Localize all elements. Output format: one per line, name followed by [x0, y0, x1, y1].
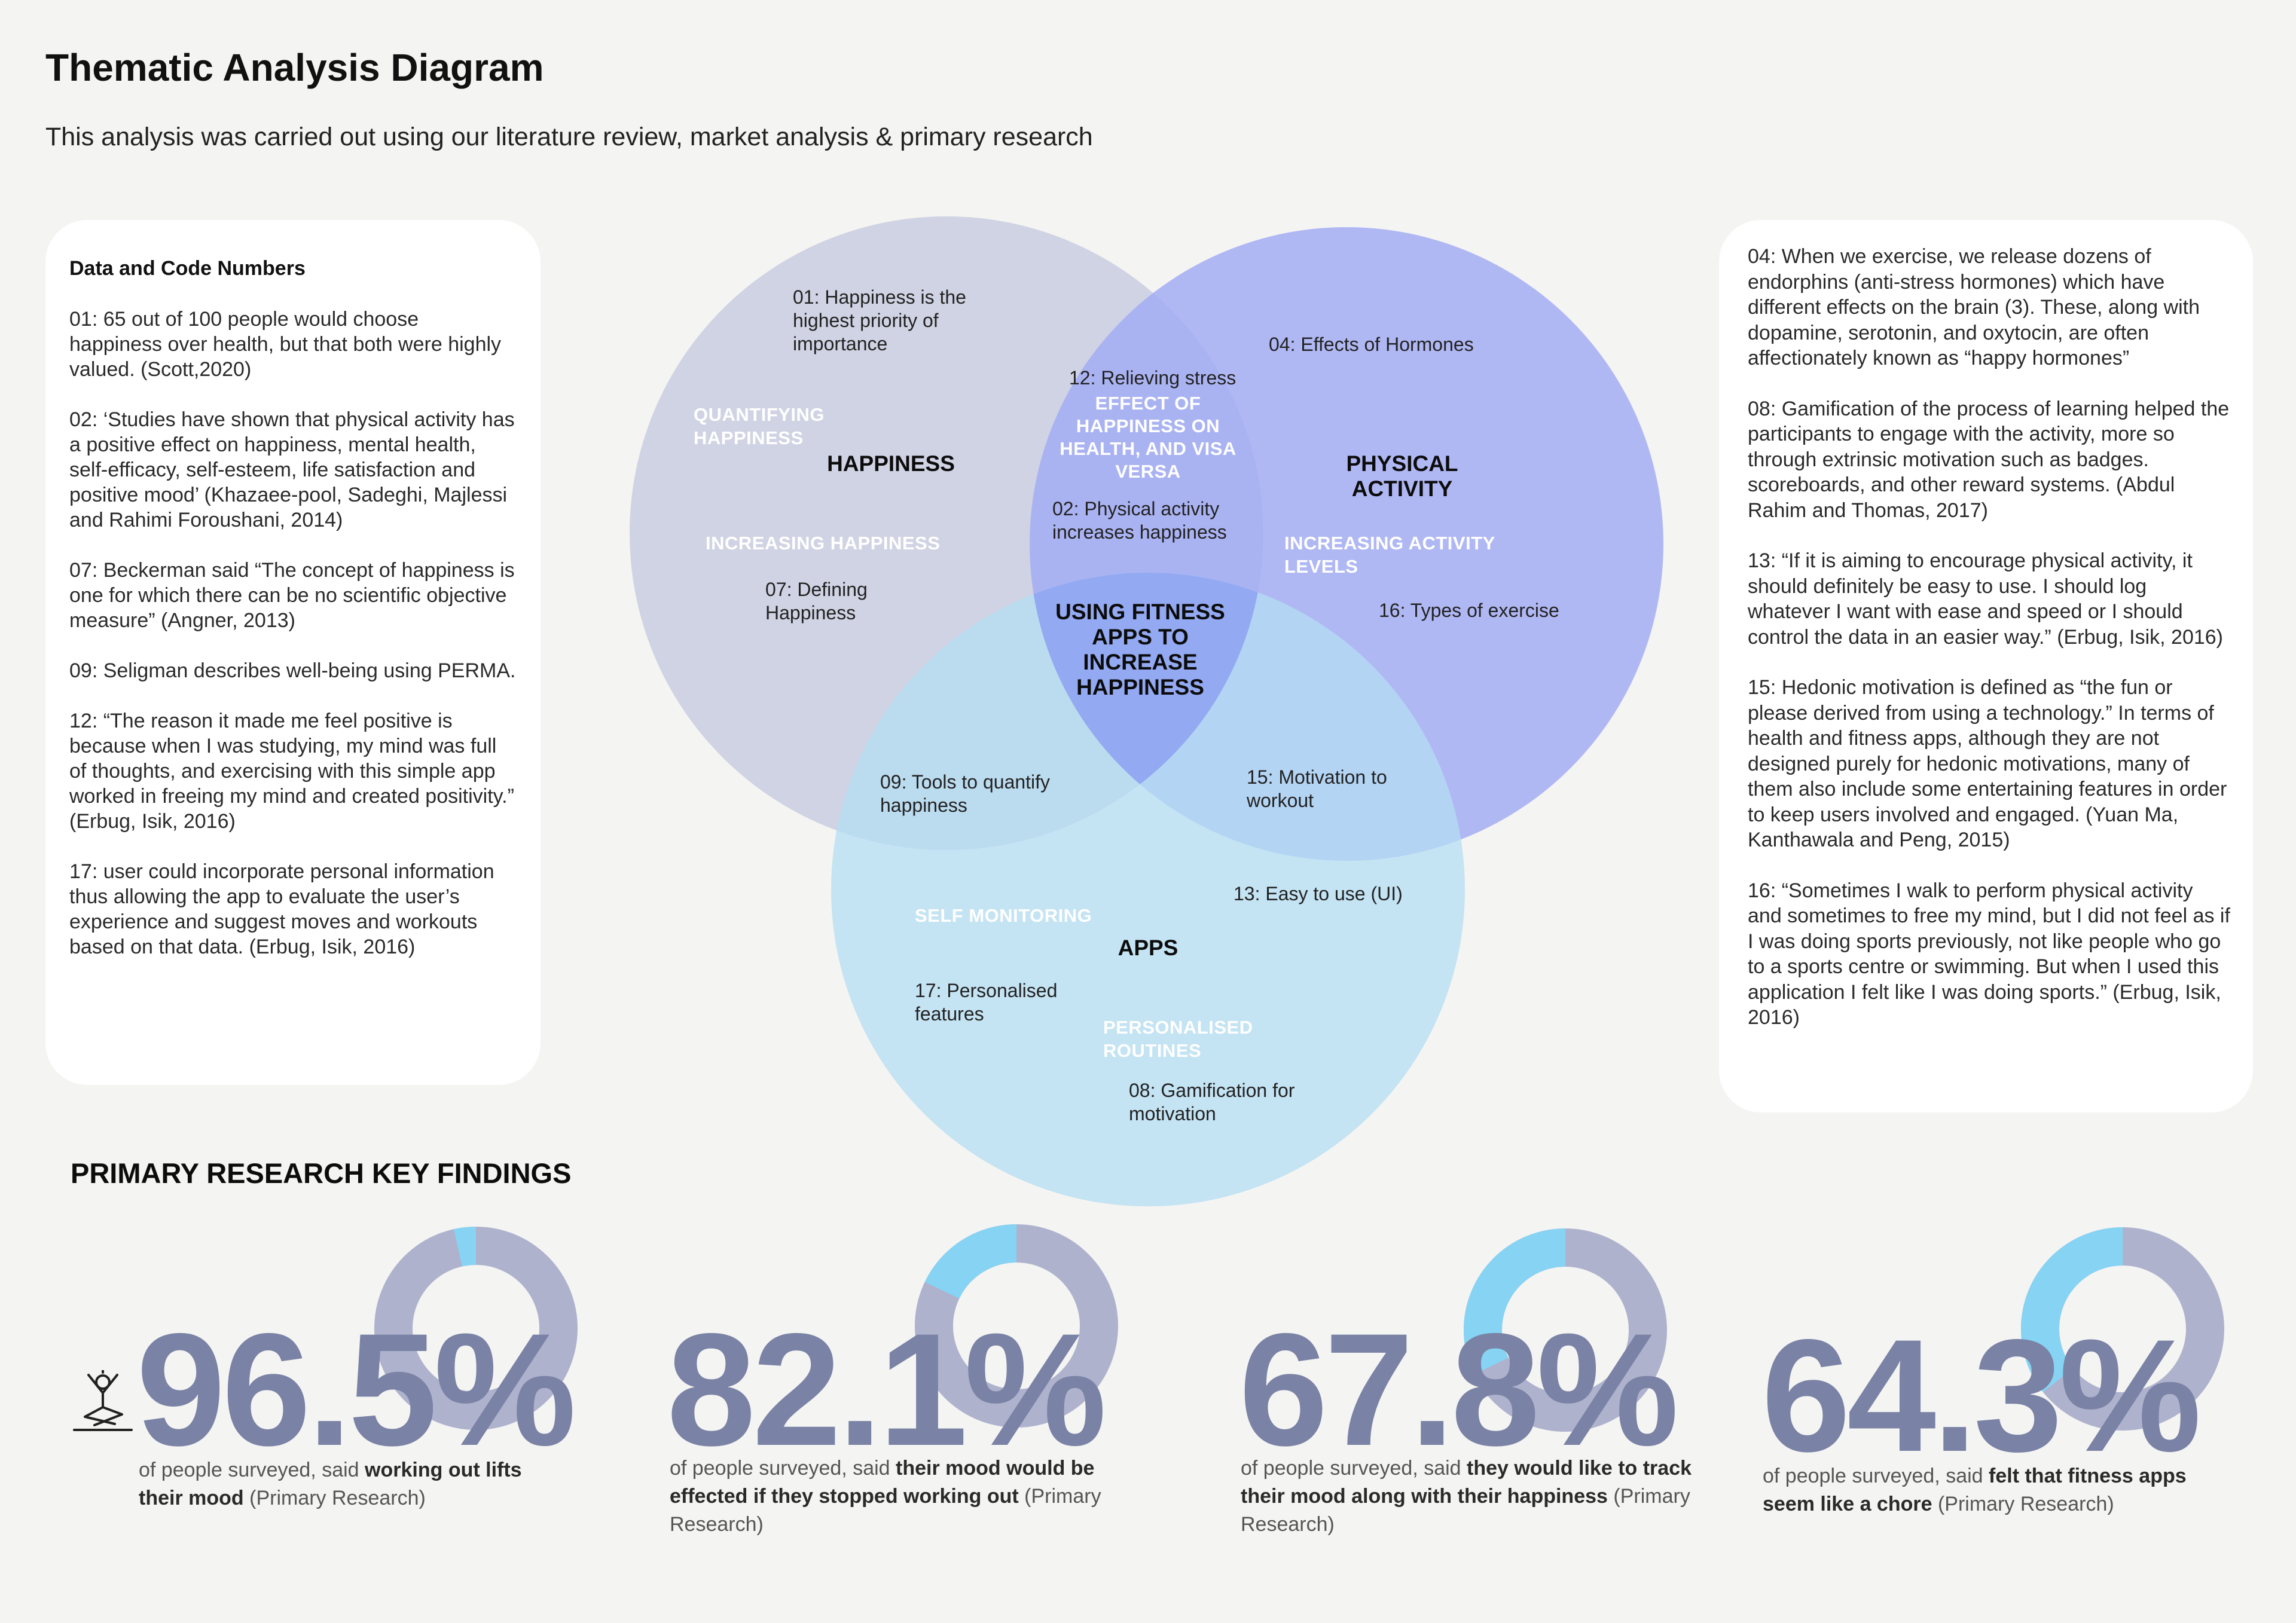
donut-chart — [1464, 1228, 1667, 1432]
stat-description: of people surveyed, said they would like… — [1241, 1454, 1701, 1539]
donut-highlight — [915, 1224, 1118, 1428]
code-label: 17: Personalised features — [915, 980, 1058, 1025]
stat-description: of people surveyed, said their mood woul… — [670, 1454, 1166, 1539]
page-subtitle: This analysis was carried out using our … — [45, 123, 1093, 151]
happiness-title: HAPPINESS — [827, 451, 955, 476]
code-label: 16: Types of exercise — [1379, 600, 1559, 621]
physical-activity-title: PHYSICAL ACTIVITY — [1346, 451, 1458, 501]
code-label: 02: Physical activity increases happines… — [1052, 498, 1227, 543]
code-entry: 07: Beckerman said “The concept of happi… — [69, 559, 515, 632]
findings-title: PRIMARY RESEARCH KEY FINDINGS — [71, 1157, 572, 1189]
stat-value: 67.8% — [1239, 1300, 1679, 1479]
code-entry: 02: ‘Studies have shown that physical ac… — [69, 408, 515, 531]
category-label: SELF MONITORING — [915, 905, 1092, 926]
stat-value: 82.1% — [667, 1300, 1107, 1479]
stat-description: of people surveyed, said felt that fitne… — [1763, 1462, 2229, 1518]
data-codes-card: Data and Code Numbers 01: 65 out of 100 … — [45, 220, 541, 1085]
category-label: QUANTIFYING HAPPINESS — [694, 404, 825, 448]
code-label: 08: Gamification for motivation — [1129, 1080, 1295, 1124]
donut-chart — [915, 1224, 1118, 1428]
code-entry: 09: Seligman describes well-being using … — [69, 659, 516, 682]
apps-circle — [831, 573, 1465, 1206]
desc-highlight: they would like to track their mood alon… — [1241, 1457, 1692, 1508]
code-label: 04: Effects of Hormones — [1269, 334, 1474, 355]
category-label: PERSONALISED ROUTINES — [1103, 1017, 1253, 1061]
category-label: INCREASING ACTIVITY LEVELS — [1284, 533, 1495, 577]
desc-highlight: their mood would be effected if they sto… — [670, 1457, 1095, 1508]
code-entry: 13: “If it is aiming to encourage physic… — [1748, 549, 2223, 649]
category-label: INCREASING HAPPINESS — [706, 533, 941, 554]
code-label: 12: Relieving stress — [1069, 367, 1236, 389]
desc-text: (Primary Research) — [670, 1485, 1101, 1536]
card-heading: Data and Code Numbers — [69, 257, 306, 280]
donut-highlight — [374, 1227, 578, 1430]
donut-chart — [2021, 1227, 2224, 1431]
donut-chart — [374, 1227, 578, 1430]
code-entry: 12: “The reason it made me feel positive… — [69, 710, 514, 833]
code-entry: 04: When we exercise, we release dozens … — [1748, 245, 2200, 369]
category-label: EFFECT OF HAPPINESS ON HEALTH, and visa … — [1060, 393, 1236, 482]
desc-text: of people surveyed, said — [1763, 1465, 1989, 1487]
code-entry: 16: “Sometimes I walk to perform physica… — [1748, 879, 2230, 1029]
desc-highlight: felt that fitness apps seem like a chore — [1763, 1465, 2187, 1515]
code-entry: 15: Hedonic motivation is defined as “th… — [1748, 676, 2227, 851]
yoga-person-icon — [73, 1370, 133, 1431]
stat-value: 96.5% — [136, 1300, 576, 1479]
code-label: 01: Happiness is the highest priority of… — [793, 286, 966, 354]
desc-highlight: working out lifts their mood — [139, 1459, 522, 1509]
code-entry: 17: user could incorporate personal info… — [69, 860, 494, 958]
code-label: 07: Defining Happiness — [765, 579, 868, 623]
apps-title: APPS — [1118, 936, 1178, 960]
page-title: Thematic Analysis Diagram — [45, 46, 544, 89]
stat-description: of people surveyed, said working out lif… — [139, 1456, 545, 1512]
donut-track — [374, 1227, 578, 1430]
code-entry: 08: Gamification of the process of learn… — [1748, 397, 2230, 522]
code-label: 13: Easy to use (UI) — [1234, 883, 1403, 904]
desc-text: (Primary Research) — [1932, 1493, 2114, 1515]
desc-text: of people surveyed, said — [670, 1457, 896, 1480]
stat-value: 64.3% — [1761, 1306, 2202, 1485]
desc-text: (Primary Research) — [243, 1487, 426, 1509]
desc-text: (Primary Research) — [1241, 1485, 1690, 1536]
research-notes-card: 04: When we exercise, we release dozens … — [1719, 220, 2253, 1112]
center-title: USING FITNESS APPS TO INCREASE HAPPINESS — [1055, 600, 1225, 699]
desc-text: of people surveyed, said — [1241, 1457, 1467, 1480]
code-label: 15: Motivation to workout — [1247, 766, 1387, 811]
code-entry: 01: 65 out of 100 people would choose ha… — [69, 308, 502, 381]
code-label: 09: Tools to quantify happiness — [880, 771, 1051, 816]
desc-text: of people surveyed, said — [139, 1459, 365, 1481]
